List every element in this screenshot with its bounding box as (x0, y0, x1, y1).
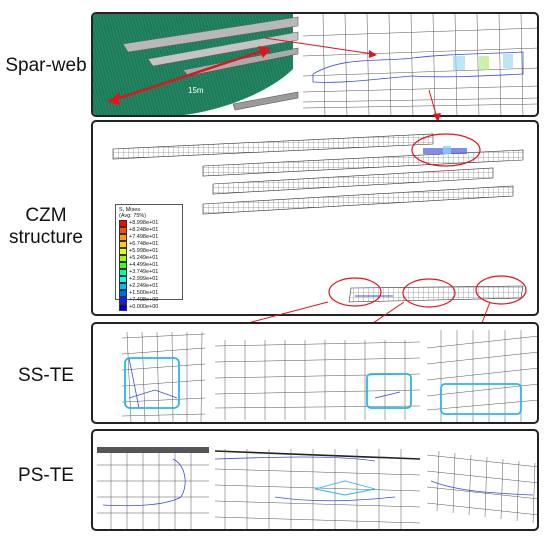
legend-entry: +4.499e+01 (119, 261, 179, 269)
label-czm-structure: CZM structure (0, 205, 92, 249)
legend-swatch (119, 289, 127, 297)
legend-swatch (119, 282, 127, 290)
legend-swatch (119, 268, 127, 276)
legend-value: +8.248e+01 (129, 227, 159, 234)
legend-entry: +5.249e+01 (119, 254, 179, 262)
ss-te-view-2 (215, 340, 420, 420)
legend-swatch (119, 219, 127, 227)
ss-te-view-3 (427, 330, 537, 422)
label-ss-te: SS-TE (0, 365, 92, 387)
panel-czm-structure: S, Mises (Avg: 75%) +8.998e+01+8.248e+01… (91, 120, 539, 316)
legend-value: +5.249e+01 (129, 255, 159, 262)
ss-te-view-1 (121, 331, 206, 422)
legend-swatch (119, 296, 127, 304)
spar-web-mesh-zoom (303, 14, 537, 115)
legend-entry: +7.498e+00 (119, 296, 179, 304)
legend-value: +8.998e+01 (129, 220, 159, 227)
legend-entry: +3.749e+01 (119, 268, 179, 276)
legend-swatch (119, 303, 127, 311)
label-spar-web: Spar-web (0, 55, 92, 77)
legend-swatch (119, 254, 127, 262)
legend-value: +5.998e+01 (129, 248, 159, 255)
legend-value: +3.749e+01 (129, 269, 159, 276)
stress-legend: S, Mises (Avg: 75%) +8.998e+01+8.248e+01… (115, 204, 183, 311)
legend-swatch (119, 226, 127, 234)
legend-value: +6.748e+01 (129, 241, 159, 248)
legend-entry: +7.498e+01 (119, 233, 179, 241)
legend-title: S, Mises (119, 207, 141, 213)
legend-rows: +8.998e+01+8.248e+01+7.498e+01+6.748e+01… (119, 219, 179, 311)
legend-swatch (119, 247, 127, 255)
legend-entry: +6.748e+01 (119, 240, 179, 248)
legend-value: +4.499e+01 (129, 262, 159, 269)
ps-te-view-2 (215, 449, 420, 529)
legend-value: +7.498e+00 (129, 297, 159, 304)
panel-ps-te (91, 429, 539, 531)
legend-subtitle: (Avg: 75%) (119, 213, 147, 220)
panel-ss-te (91, 322, 539, 424)
czm-mesh-view (112, 133, 527, 308)
legend-swatch (119, 240, 127, 248)
legend-value: +2.999e+01 (129, 276, 159, 283)
legend-entry: +8.998e+01 (119, 219, 179, 227)
panel-spar-web: 15m (91, 12, 539, 117)
legend-value: +7.498e+01 (129, 234, 159, 241)
legend-swatch (119, 275, 127, 283)
label-czm-line1: CZM (25, 205, 67, 226)
legend-value: +0.000e+00 (129, 304, 159, 311)
label-ps-te: PS-TE (0, 465, 92, 487)
ps-te-view-3 (427, 450, 537, 524)
legend-entry: +5.998e+01 (119, 247, 179, 255)
legend-entry: +2.999e+01 (119, 275, 179, 283)
legend-swatch (119, 261, 127, 269)
ps-te-view-1 (97, 447, 209, 529)
length-annotation: 15m (188, 86, 204, 95)
legend-entry: +2.249e+01 (119, 282, 179, 290)
label-ss-te-text: SS-TE (18, 365, 74, 386)
label-czm-line2: structure (9, 227, 83, 248)
connector-arrow-1 (264, 37, 377, 58)
legend-entry: +0.000e+00 (119, 303, 179, 311)
legend-swatch (119, 233, 127, 241)
connector-arrow-2 (428, 89, 441, 122)
legend-entry: +8.248e+01 (119, 226, 179, 234)
legend-value: +1.500e+01 (129, 290, 159, 297)
legend-entry: +1.500e+01 (119, 289, 179, 297)
legend-value: +2.249e+01 (129, 283, 159, 290)
blade-render: 15m (93, 14, 299, 115)
label-spar-web-text: Spar-web (5, 55, 87, 76)
label-ps-te-text: PS-TE (18, 465, 74, 486)
